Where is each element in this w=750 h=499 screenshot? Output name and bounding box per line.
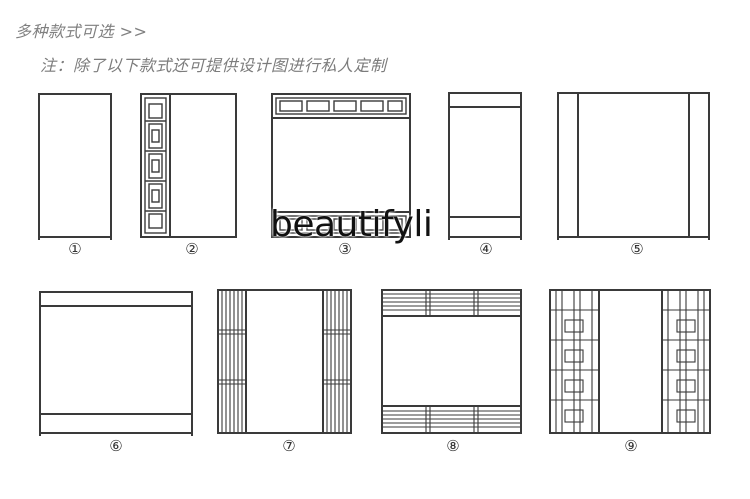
style-3-screen <box>271 93 411 238</box>
watermark-text: beautifyli <box>270 204 433 245</box>
style-5-number: ⑤ <box>630 240 644 258</box>
style-2-number: ② <box>185 240 199 258</box>
options-heading: 多种款式可选 >> <box>15 22 148 41</box>
style-5-screen <box>557 92 710 240</box>
style-8-screen <box>381 289 522 434</box>
style-6-number: ⑥ <box>109 437 123 455</box>
style-7-screen <box>217 289 352 434</box>
style-1-screen <box>38 93 112 240</box>
style-4-screen <box>448 92 522 240</box>
style-2-screen <box>140 93 237 238</box>
style-1-number: ① <box>68 240 82 258</box>
style-9-number: ⑨ <box>624 437 638 455</box>
style-4-number: ④ <box>479 240 493 258</box>
style-3-number: ③ <box>338 240 352 258</box>
style-8-number: ⑧ <box>446 437 460 455</box>
style-7-number: ⑦ <box>282 437 296 455</box>
style-6-screen <box>39 291 193 436</box>
style-9-screen <box>549 289 711 434</box>
custom-design-note: 注：除了以下款式还可提供设计图进行私人定制 <box>40 56 387 75</box>
